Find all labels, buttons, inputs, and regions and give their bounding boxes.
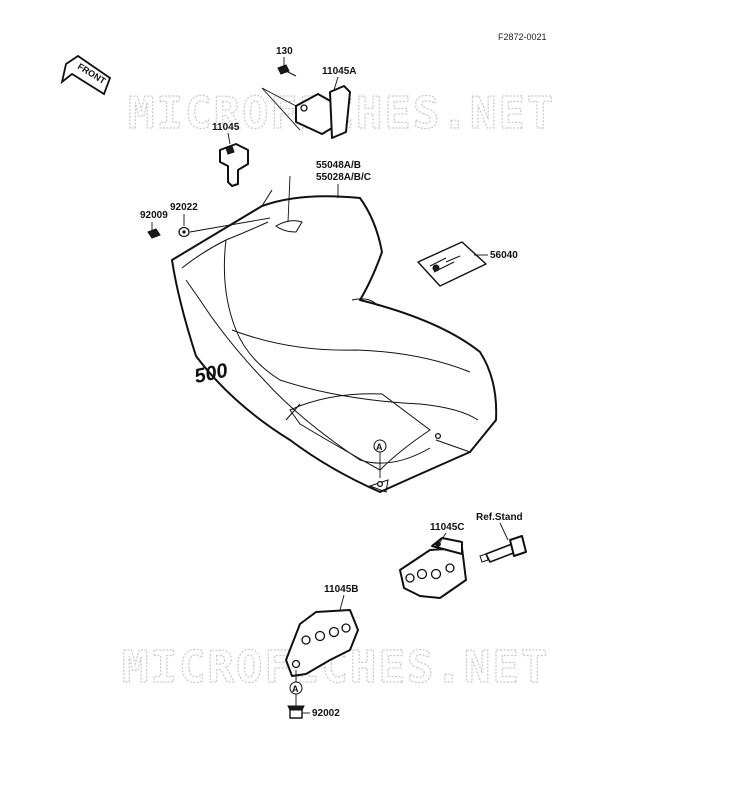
- bolt-130: [277, 64, 297, 77]
- callout-ref-stand: Ref.Stand: [476, 512, 523, 523]
- callout-11045A: 11045A: [322, 66, 356, 77]
- front-arrow-icon: FRONT: [60, 54, 112, 96]
- callout-130: 130: [276, 46, 293, 57]
- callout-92022: 92022: [170, 202, 198, 213]
- callout-92009: 92009: [140, 210, 168, 221]
- reference-marker-a-lower: A: [289, 670, 303, 706]
- screw-92009: [147, 228, 161, 239]
- leader-ref-stand: [499, 522, 509, 541]
- stand-bolt: [479, 535, 527, 563]
- figure-code: F2872-0021: [498, 32, 547, 42]
- callout-55028: 55028A/B/C: [316, 172, 371, 183]
- bracket-11045B: [285, 609, 359, 677]
- reference-marker-a-upper-label: A: [376, 442, 383, 452]
- assembly-line-92022: [189, 217, 271, 233]
- leader-11045: [227, 132, 231, 145]
- leader-11045C: [439, 532, 447, 543]
- bolt-92002: [287, 705, 305, 719]
- callout-56040: 56040: [490, 250, 518, 261]
- leader-11045B: [339, 594, 345, 611]
- callout-92002: 92002: [312, 708, 340, 719]
- label-56040: [417, 241, 487, 287]
- bracket-11045C: [399, 537, 467, 599]
- reference-marker-a-lower-label: A: [292, 684, 299, 694]
- bracket-11045: [219, 143, 249, 187]
- leader-55028: [287, 175, 291, 223]
- bracket-11045A: [261, 85, 351, 139]
- callout-11045: 11045: [212, 122, 240, 133]
- leader-11045A: [333, 76, 339, 91]
- callout-11045C: 11045C: [430, 522, 464, 533]
- lower-fairing: [171, 189, 498, 493]
- reference-marker-a-upper: A: [373, 439, 387, 478]
- callout-55048: 55048A/B: [316, 160, 361, 171]
- washer-92022: [178, 226, 190, 238]
- callout-11045B: 11045B: [324, 584, 358, 595]
